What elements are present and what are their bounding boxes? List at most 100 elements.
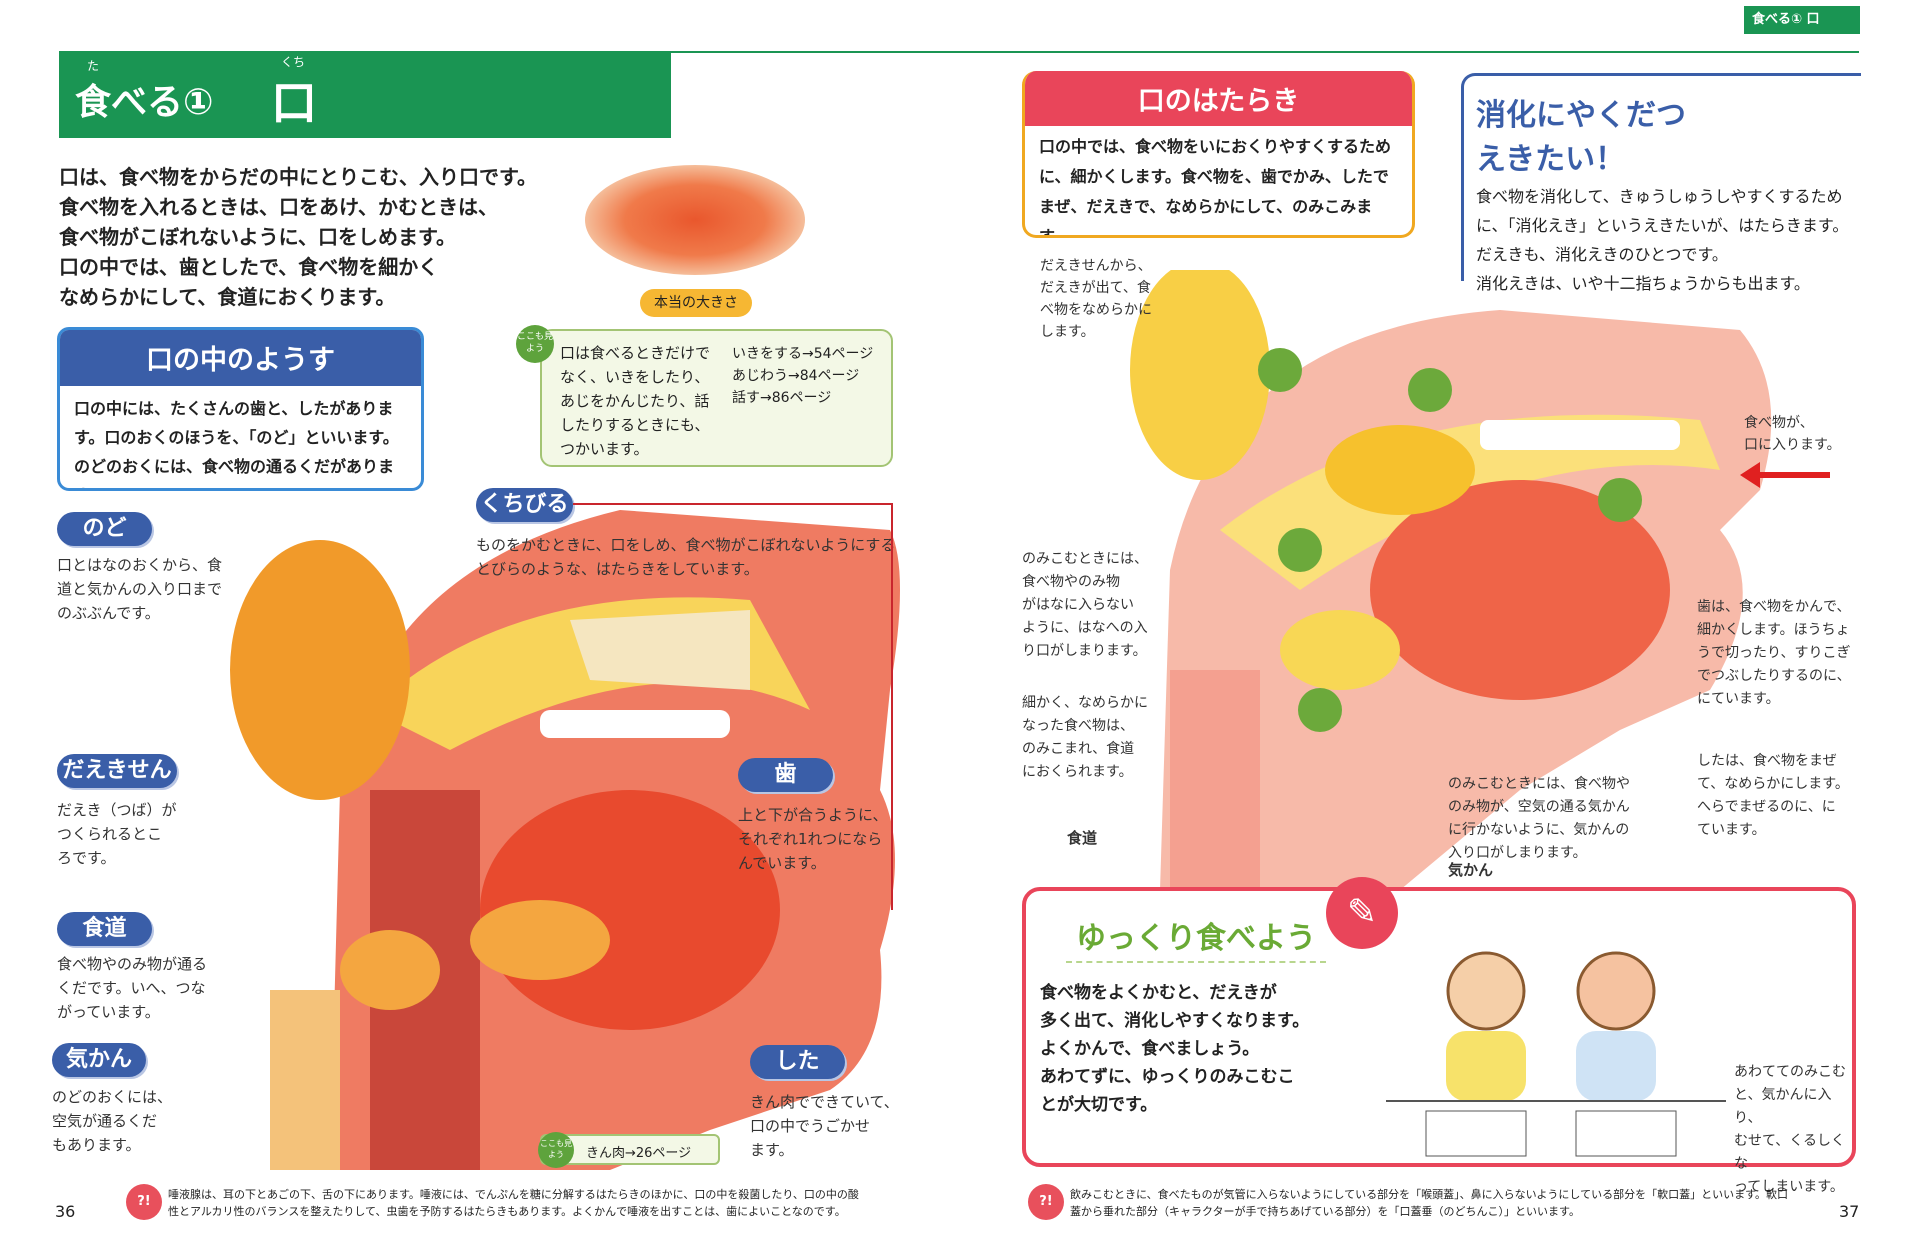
airway-closing-label: のみこむときには、食べ物や のみ物が、空気の通る気かん に行かないように、気かん… <box>1448 776 1630 861</box>
elf-character <box>1408 368 1452 412</box>
tongue-text: きん肉でできていて、 口の中でうごかせ ます。 <box>750 1093 899 1159</box>
food-bowl <box>1325 425 1475 515</box>
children-eating-illustration <box>1386 951 1726 1157</box>
see-also-text: 口は食べるときだけでなく、いきをしたり、あじをかんじたり、話したりするときにも、… <box>560 344 711 458</box>
elf-character <box>1298 688 1342 732</box>
elf-character <box>1258 348 1302 392</box>
inside-mouth-box: 口の中のようす 口の中には、たくさんの歯と、したがあります。口のおくのほうを、「… <box>57 327 424 491</box>
eat-slowly-title: ゆっくり食べよう <box>1066 913 1326 963</box>
link-taste[interactable]: あじわう→84ページ <box>732 368 860 384</box>
cartoon-palate <box>1220 414 1720 590</box>
digest-line: だえきも、消化えきのひとつです。 <box>1476 245 1728 264</box>
right-footnote: 飲みこむときに、食べたものが気管に入らないようにしている部分を「喉頭蓋」、鼻に入… <box>1070 1188 1788 1218</box>
saliva-label: だえきせんから、 だえきが出て、食 べ物をなめらかに します。 <box>1040 258 1152 340</box>
boy-body <box>1576 1031 1656 1101</box>
label-salivary-gland: だえきせん <box>57 754 177 788</box>
boy-head <box>1576 951 1656 1031</box>
header-title-ruby: た <box>87 59 100 73</box>
sublingual-gland <box>340 930 440 1010</box>
label-teeth: 歯 <box>738 758 833 792</box>
inside-box-text: 口の中には、たくさんの歯と、したがあります。口のおくのほうを、「のど」といいます… <box>74 399 399 488</box>
trachea-label: 気かん <box>1448 861 1494 879</box>
top-rule <box>59 51 1859 53</box>
intro-line: なめらかにして、食道におくります。 <box>59 285 396 309</box>
trachea-tube <box>270 990 340 1170</box>
esophagus-text: 食べ物やのみ物が通る くだです。いへ、つな がっています。 <box>57 955 208 1021</box>
slow-line: とが大切です。 <box>1040 1095 1158 1115</box>
digest-title-1: 消化にやくだつ <box>1476 98 1686 133</box>
lips-text: ものをかむときに、口をしめ、食べ物がこぼれないようにする とびらのような、はたら… <box>476 536 896 578</box>
header-title: 食べる① <box>75 82 214 123</box>
mouth-work-box: 口のはたらき 口の中では、食べ物をいにおくりやすくするために、細かくします。食べ… <box>1022 71 1415 238</box>
pencil-icon: ✎ <box>1326 877 1398 949</box>
left-header-bar: た 食べる① くち 口 <box>59 51 671 138</box>
label-tongue: した <box>750 1045 845 1079</box>
leader-line <box>891 503 893 910</box>
tray <box>1425 1110 1527 1157</box>
food-in-arrow <box>1755 472 1830 478</box>
link-speak[interactable]: 話す→86ページ <box>732 390 832 406</box>
chapter-tab[interactable]: 食べる① 口 <box>1744 6 1860 34</box>
inside-box-title: 口の中のようす <box>60 330 421 386</box>
cartoon-mouth-illustration <box>1130 270 1772 890</box>
cartoon-esophagus <box>1170 670 1260 890</box>
elf-character <box>1278 528 1322 572</box>
digest-line: 消化えきは、いや十二指ちょうからも出ます。 <box>1476 274 1810 293</box>
info-icon: ?! <box>1028 1184 1064 1220</box>
teeth-text: 上と下が合うように、 それぞれ1れつになら んでいます。 <box>738 806 888 872</box>
swallow-label: 細かく、なめらかに なった食べ物は、 のみこまれ、食道 におくられます。 <box>1022 695 1148 780</box>
elf-character <box>1598 478 1642 522</box>
girl-head <box>1446 951 1526 1031</box>
slow-line: よくかんで、食べましょう。 <box>1040 1039 1260 1059</box>
food-in-label: 食べ物が、 口に入ります。 <box>1744 415 1841 453</box>
real-size-badge: 本当の大きさ <box>640 289 752 317</box>
see-also-badge: ここも見よう <box>516 325 554 363</box>
choking-caption: あわててのみこむ と、気かんに入り、 むせて、くるしくな ってしまいます。 <box>1734 1064 1846 1195</box>
mouth-work-title: 口のはたらき <box>1025 71 1412 126</box>
cartoon-tongue <box>1370 480 1670 700</box>
mouth-work-text: 口の中では、食べ物をいにおくりやすくするために、細かくします。食べ物を、歯でかみ… <box>1039 137 1392 238</box>
eat-slowly-box: ゆっくり食べよう ✎ 食べ物をよくかむと、だえきが 多く出て、消化しやすくなりま… <box>1022 877 1856 1195</box>
digest-text: 食べ物を消化して、きゅうしゅうしやすくするために、「消化えき」というえきたいが、… <box>1476 182 1861 298</box>
mouth-anatomy-illustration <box>230 510 900 1170</box>
link-breathe[interactable]: いきをする→54ページ <box>732 346 874 362</box>
intro-line: 食べ物がこぼれないように、口をしめます。 <box>59 225 456 249</box>
trachea-text: のどのおくには、 空気が通るくだ もあります。 <box>52 1088 173 1154</box>
digest-title-2: えきたい！ <box>1476 142 1626 177</box>
epiglottis-flap <box>1280 610 1400 690</box>
page-number-left: 36 <box>55 1202 76 1221</box>
teeth-function-label: 歯は、食べ物をかんで、 細かくします。ほうちょ うで切ったり、すりこぎ でつぶし… <box>1697 599 1851 707</box>
tongue-function-label: したは、食べ物をまぜ て、なめらかにします。 へらでまぜるのに、に ています。 <box>1697 753 1849 838</box>
eat-slowly-text: 食べ物をよくかむと、だえきが 多く出て、消化しやすくなります。 よくかんで、食べ… <box>1040 979 1309 1119</box>
intro-line: 口の中では、歯としたで、食べ物を細かく <box>59 255 439 279</box>
submandibular-gland <box>470 900 610 980</box>
header-subject-ruby: くち <box>281 55 306 69</box>
label-lips: くちびる <box>476 488 573 522</box>
bone <box>570 610 750 690</box>
muscle-ref[interactable]: ここも見よう きん肉→26ページ <box>538 1132 720 1168</box>
muscle-ref-badge: ここも見よう <box>538 1132 574 1168</box>
slow-line: 多く出て、消化しやすくなります。 <box>1040 1011 1310 1031</box>
upper-teeth <box>540 710 730 738</box>
see-also-links: いきをする→54ページ あじわう→84ページ 話す→86ページ <box>732 343 873 409</box>
page-number-right: 37 <box>1839 1202 1860 1221</box>
leader-line <box>573 503 893 505</box>
nose-closing-label: のみこむときには、 食べ物やのみ物 がはなに入らない ように、はなへの入 り口が… <box>1022 551 1148 659</box>
slow-line: 食べ物をよくかむと、だえきが <box>1040 983 1277 1003</box>
throat-text: 口とはなのおくから、食 道と気かんの入り口まで のぶぶんです。 <box>57 556 223 622</box>
cartoon-teeth <box>1480 420 1680 450</box>
lips-photo <box>585 165 805 275</box>
salivary-gland-text: だえき（つば）が つくられるとこ ろです。 <box>57 801 177 867</box>
label-trachea: 気かん <box>52 1043 146 1077</box>
label-esophagus: 食道 <box>57 912 152 946</box>
digestive-fluid-box: 消化にやくだつ えきたい！ 食べ物を消化して、きゅうしゅうしやすくするために、「… <box>1461 73 1861 293</box>
esophagus-label: 食道 <box>1067 829 1098 847</box>
girl-body <box>1446 1031 1526 1101</box>
slow-line: あわてずに、ゆっくりのみこむこ <box>1040 1067 1295 1087</box>
tray <box>1575 1110 1677 1157</box>
see-also-box: ここも見よう 口は食べるときだけでなく、いきをしたり、あじをかんじたり、話したり… <box>516 325 893 467</box>
muscle-ref-text: きん肉→26ページ <box>586 1146 692 1161</box>
info-icon: ?! <box>126 1184 162 1220</box>
header-subject: 口 <box>271 76 317 130</box>
intro-line: 食べ物を入れるときは、口をあけ、かむときは、 <box>59 195 498 219</box>
